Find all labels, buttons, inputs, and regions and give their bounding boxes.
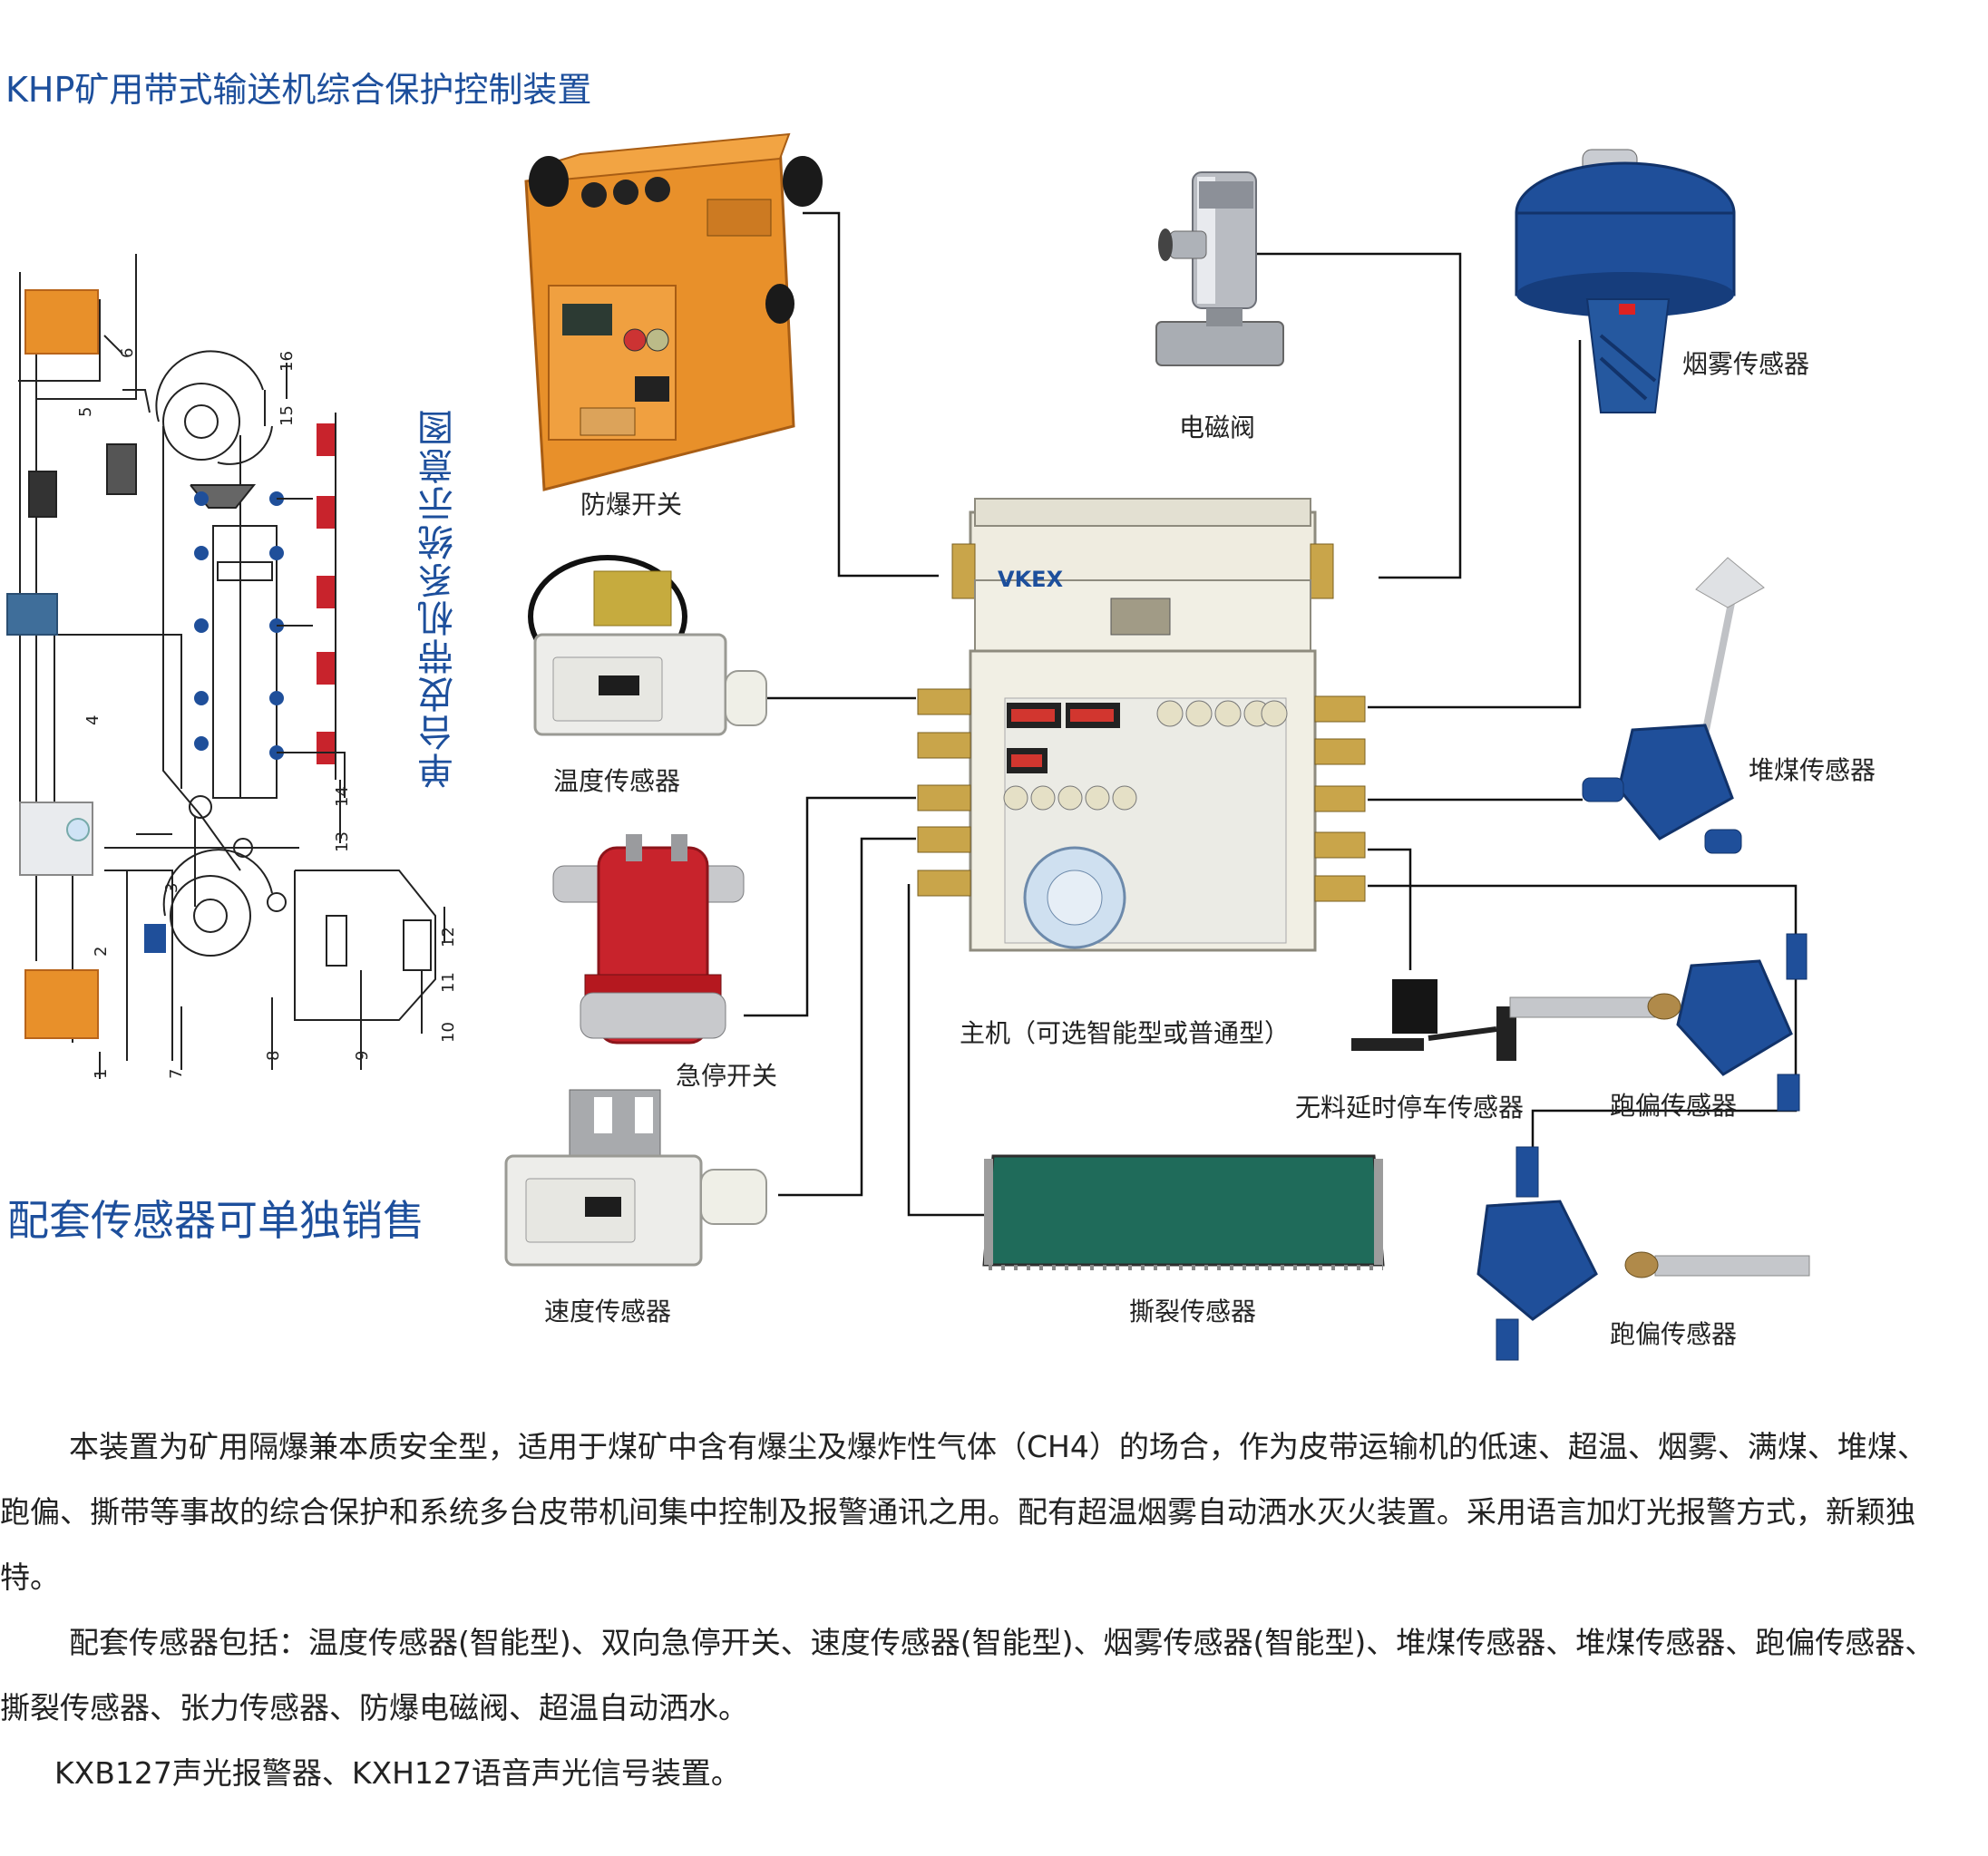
- tear-sensor-image: [982, 1154, 1385, 1270]
- smoke-sensor-image: [1515, 149, 1736, 413]
- page-title: KHP矿用带式输送机综合保护控制装置: [5, 70, 592, 110]
- schematic-num: 4: [83, 715, 102, 725]
- line-speed-sensor: [778, 837, 916, 1197]
- line-explosion-switch: [803, 211, 939, 578]
- sale-note: 配套传感器可单独销售: [7, 1196, 424, 1245]
- host-brand-logo: VKEX: [998, 567, 1064, 592]
- connection-lines: [744, 211, 1798, 1217]
- schematic-num: 15: [278, 405, 297, 426]
- schematic-num: 10: [439, 1022, 458, 1043]
- schematic-num: 1: [92, 1069, 111, 1079]
- coal-pile-sensor-image: [1582, 557, 1765, 854]
- description-paragraph-1: 本装置为矿用隔爆兼本质安全型，适用于煤矿中含有爆尘及爆炸性气体（CH4）的场合，…: [0, 1429, 1927, 1595]
- label-no-material-sensor: 无料延时停车传感器: [1295, 1093, 1525, 1122]
- label-host: 主机（可选智能型或普通型）: [960, 1018, 1291, 1048]
- label-emergency-stop: 急停开关: [676, 1061, 778, 1091]
- label-deviation-sensor-1: 跑偏传感器: [1610, 1091, 1738, 1121]
- deviation-sensor-2-image: [1476, 1146, 1810, 1361]
- schematic-num: 12: [439, 927, 458, 947]
- label-speed-sensor: 速度传感器: [544, 1297, 672, 1326]
- speed-sensor-image: [504, 1089, 767, 1267]
- schematic-num: 2: [92, 947, 111, 957]
- schematic-num: 5: [76, 407, 95, 417]
- line-emergency-stop: [744, 796, 916, 1017]
- line-tear-sensor: [907, 884, 993, 1217]
- label-temp-sensor: 温度传感器: [553, 766, 681, 796]
- label-explosion-switch: 防爆开关: [580, 490, 683, 520]
- temperature-sensor-image: [528, 555, 767, 736]
- label-solenoid-valve: 电磁阀: [1179, 413, 1256, 442]
- schematic-num: 7: [167, 1069, 186, 1079]
- schematic-num: 6: [118, 348, 137, 358]
- explosion-switch-image: [524, 132, 823, 491]
- schematic-num: 8: [264, 1051, 283, 1061]
- schematic-num: 11: [439, 972, 458, 993]
- label-deviation-sensor-2: 跑偏传感器: [1610, 1319, 1738, 1349]
- emergency-stop-image: [552, 834, 745, 1045]
- label-smoke-sensor: 烟雾传感器: [1682, 349, 1810, 379]
- host-image: [917, 498, 1366, 952]
- schematic-number-labels: 1 2 3 4 5 6 7 8 9 10 11 12 13 14 15 16: [76, 348, 458, 1079]
- schematic-num: 13: [333, 831, 352, 852]
- label-coal-pile-sensor: 堆煤传感器: [1749, 755, 1876, 785]
- description-paragraph-3: KXB127声光报警器、KXH127语音声光信号装置。: [54, 1755, 741, 1791]
- description-block: 本装置为矿用隔爆兼本质安全型，适用于煤矿中含有爆尘及爆炸性气体（CH4）的场合，…: [0, 1414, 1950, 1806]
- deviation-sensor-1-image: [1509, 933, 1808, 1112]
- no-material-sensor-image: [1351, 979, 1516, 1061]
- line-smoke-sensor: [1368, 340, 1582, 709]
- belt-schematic: [6, 254, 445, 1079]
- label-tear-sensor: 撕裂传感器: [1129, 1297, 1257, 1326]
- schematic-num: 3: [162, 883, 181, 893]
- schematic-num: 16: [278, 351, 297, 372]
- schematic-title: 单台皮带机系统示意图: [418, 408, 460, 789]
- schematic-num: 14: [333, 786, 352, 807]
- line-solenoid-valve: [1256, 252, 1462, 579]
- description-paragraph-2: 配套传感器包括：温度传感器(智能型)、双向急停开关、速度传感器(智能型)、烟雾传…: [0, 1625, 1935, 1725]
- schematic-num: 9: [353, 1051, 372, 1061]
- line-no-material: [1368, 848, 1412, 970]
- solenoid-valve-image: [1155, 171, 1284, 366]
